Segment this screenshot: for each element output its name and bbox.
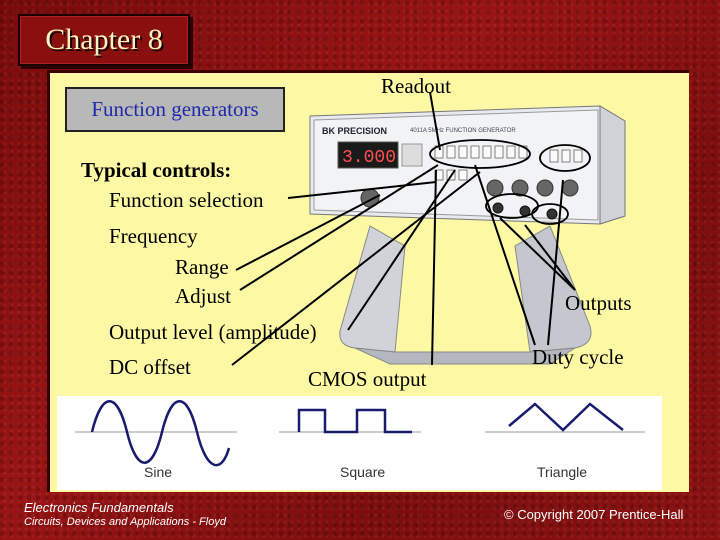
outputs-callout: Outputs — [565, 291, 632, 315]
square-wave-icon — [297, 408, 412, 434]
footer-book-subtitle: Circuits, Devices and Applications - Flo… — [24, 516, 226, 528]
footer-book-title: Electronics Fundamentals — [24, 500, 174, 515]
control-range: Range — [175, 255, 229, 279]
cmos-output-callout: CMOS output — [308, 367, 427, 391]
section-title: Function generators — [91, 97, 259, 121]
svg-text:4011A 5MHz FUNCTION GENERATOR: 4011A 5MHz FUNCTION GENERATOR — [410, 128, 516, 134]
function-generator-image: BK PRECISION 4011A 5MHz FUNCTION GENERAT… — [309, 105, 626, 365]
device-brand: BK PRECISION — [322, 126, 387, 136]
controls-heading: Typical controls: — [81, 158, 232, 182]
triangle-wave-icon — [508, 402, 624, 432]
waveform-label-triangle: Triangle — [537, 464, 588, 480]
control-dc-offset: DC offset — [109, 355, 191, 379]
readout-callout: Readout — [381, 74, 451, 98]
control-function-selection: Function selection — [109, 188, 264, 212]
device-readout: 3.000 — [342, 148, 396, 168]
sine-wave-icon — [90, 400, 231, 467]
waveform-strip: Sine Square Triangle — [57, 396, 662, 490]
waveform-label-sine: Sine — [144, 464, 173, 480]
chapter-title: Chapter 8 — [45, 23, 163, 56]
footer-copyright: © Copyright 2007 Prentice-Hall — [504, 507, 684, 522]
control-output-level: Output level (amplitude) — [109, 320, 317, 344]
control-adjust: Adjust — [175, 284, 232, 308]
section-box: Function generators — [65, 87, 285, 132]
duty-cycle-callout: Duty cycle — [532, 345, 624, 369]
chapter-tab: Chapter 8 — [18, 14, 190, 66]
control-frequency: Frequency — [109, 224, 198, 248]
waveform-label-square: Square — [340, 464, 386, 480]
